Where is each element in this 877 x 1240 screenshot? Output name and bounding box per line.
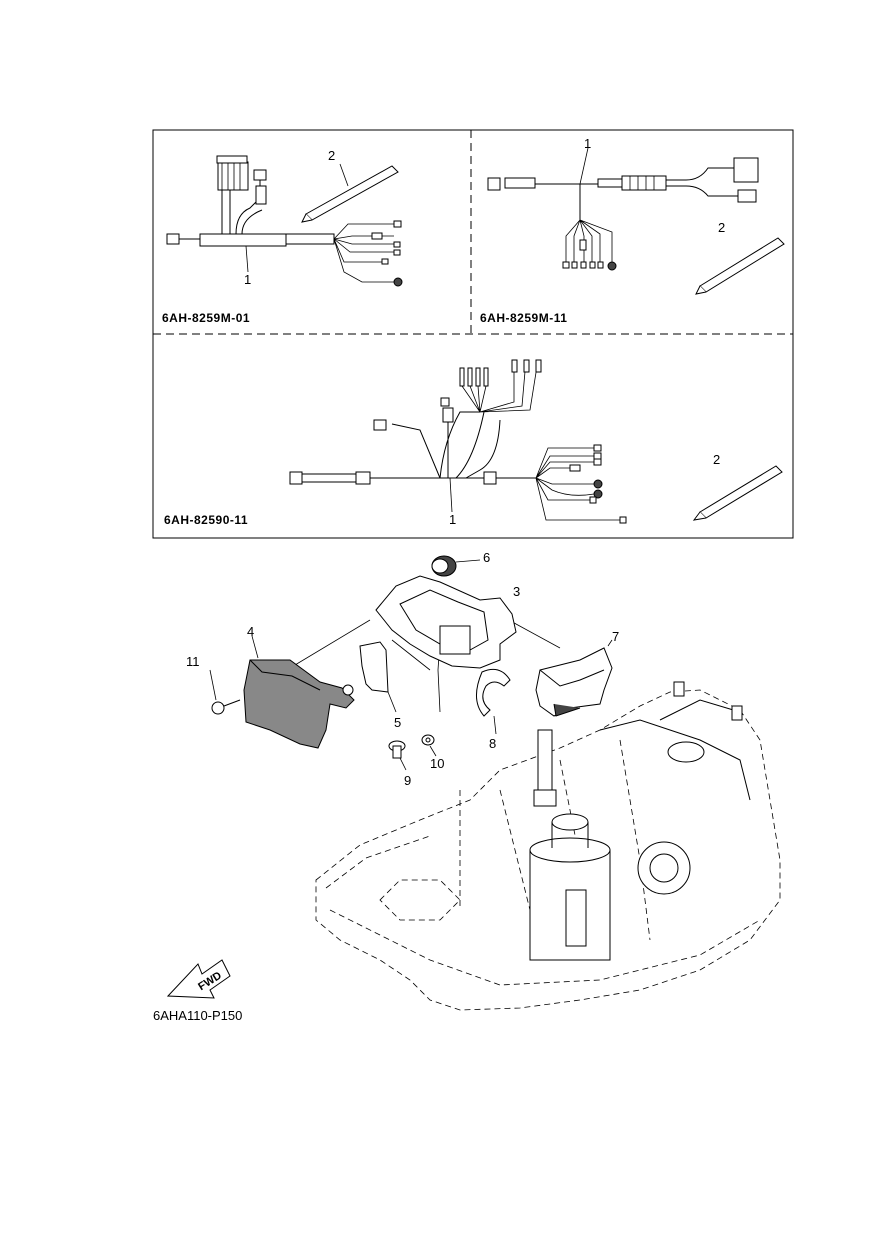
panel-top-left: 1 2 6AH-8259M-01 (162, 148, 403, 325)
panel-bottom: 1 2 6AH-82590-11 (164, 359, 783, 527)
part-4-cover (243, 659, 355, 749)
callout-2: 2 (713, 452, 720, 467)
exploded-view: 3 6 4 11 5 (153, 550, 781, 1023)
cable-tie-drawing (301, 163, 399, 223)
panel-top-right: 1 2 6AH-8259M-11 (480, 136, 785, 325)
fwd-arrow-icon: FWD (166, 959, 231, 999)
wire-harness-drawing (289, 359, 627, 524)
callout-5: 5 (394, 715, 401, 730)
callout-1: 1 (449, 512, 456, 527)
part-6-grommet (431, 555, 481, 577)
part-code: 6AH-8259M-11 (480, 311, 567, 325)
callout-7: 7 (612, 629, 619, 644)
cable-tie-drawing (692, 465, 783, 521)
wire-harness-drawing (487, 157, 759, 271)
callout-1: 1 (244, 272, 251, 287)
callout-8: 8 (489, 736, 496, 751)
callout-11: 11 (186, 654, 200, 669)
engine-block-drawing (315, 681, 781, 1011)
callout-10: 10 (430, 756, 444, 771)
callout-3: 3 (513, 584, 520, 599)
callout-2: 2 (328, 148, 335, 163)
part-8-clamp (476, 668, 511, 735)
callout-4: 4 (247, 624, 254, 639)
harness-frame (152, 129, 794, 539)
callout-6: 6 (483, 550, 490, 565)
part-5-clip (359, 641, 397, 713)
callout-1: 1 (584, 136, 591, 151)
wire-harness-drawing (166, 155, 403, 287)
part-9-bolt (388, 740, 407, 771)
part-10-washer (421, 734, 437, 757)
part-3-bracket (375, 575, 517, 669)
callout-2: 2 (718, 220, 725, 235)
part-11-bolt (209, 669, 241, 715)
part-code: 6AH-8259M-01 (162, 311, 250, 325)
part-code: 6AH-82590-11 (164, 513, 248, 527)
part-7-cover (535, 639, 613, 717)
figure-code: 6AHA110-P150 (153, 1008, 242, 1023)
callout-9: 9 (404, 773, 411, 788)
cable-tie-drawing (695, 237, 785, 295)
